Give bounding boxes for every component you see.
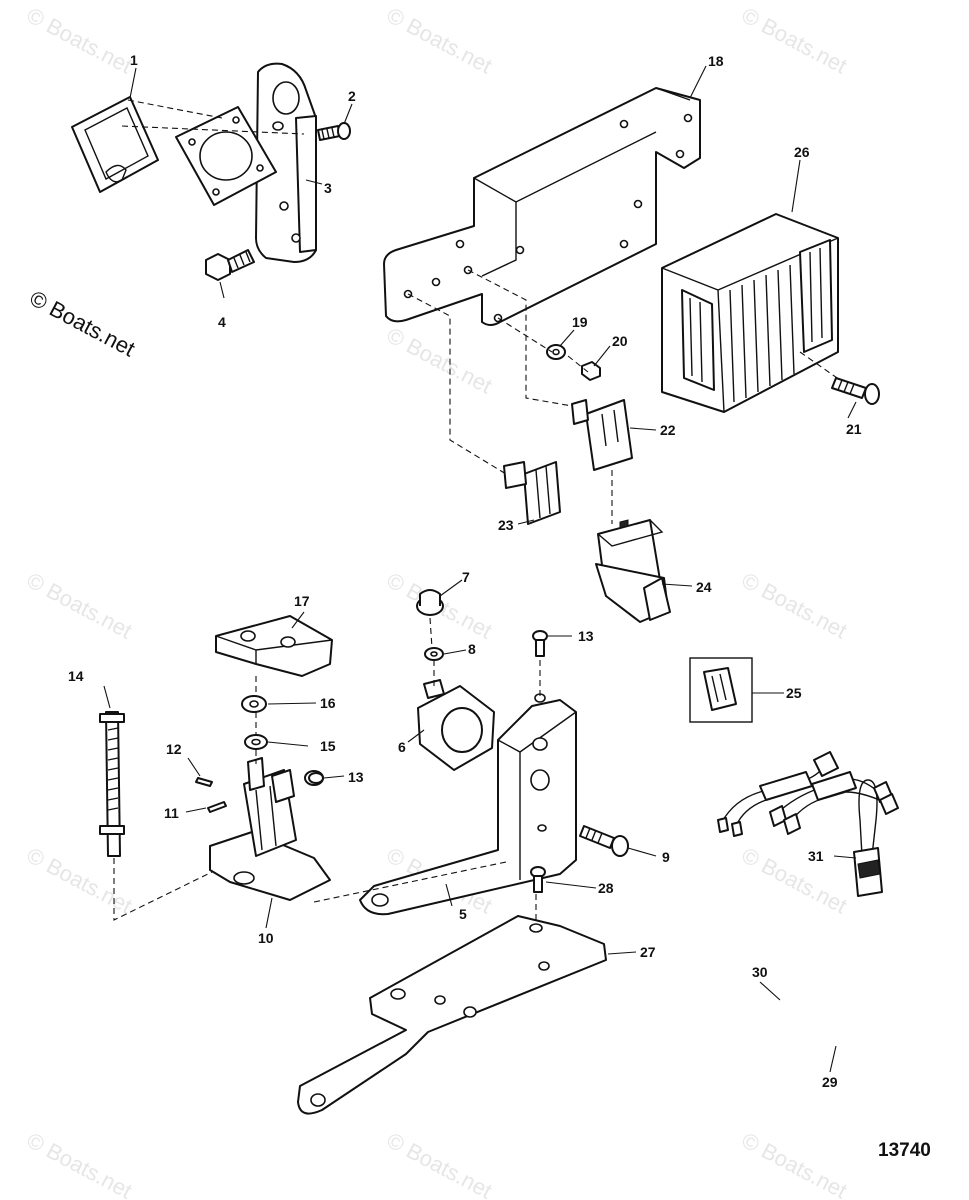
part-16-nut	[241, 695, 267, 713]
callout-2: 2	[348, 88, 356, 104]
part-18-bracket	[383, 87, 701, 326]
assembly-lines	[113, 99, 841, 921]
part-17-terminal-block	[215, 615, 333, 677]
callout-17: 17	[294, 593, 310, 609]
callout-3: 3	[324, 180, 332, 196]
callout-9: 9	[662, 849, 670, 865]
part-30-harness	[717, 751, 839, 837]
part-3-bracket	[175, 62, 317, 263]
figure-number: 13740	[878, 1140, 931, 1161]
part-13-screw	[532, 630, 548, 657]
part-12-pin	[195, 777, 213, 787]
part-7-cap	[416, 589, 444, 616]
watermark: © Boats.net	[738, 842, 852, 918]
watermark: © Boats.net	[738, 2, 852, 78]
watermark-prominent: © Boats.net	[26, 285, 140, 361]
part-28-screw	[530, 866, 546, 893]
callout-15: 15	[320, 738, 336, 754]
part-4-bolt	[205, 249, 255, 281]
part-24-relay	[595, 519, 671, 623]
callout-10: 10	[258, 930, 274, 946]
part-27-plate	[297, 915, 607, 1115]
callout-21: 21	[846, 421, 862, 437]
callout-26: 26	[794, 144, 810, 160]
part-10-solenoid	[209, 757, 331, 901]
part-15-washer	[244, 734, 268, 750]
watermark: © Boats.net	[23, 2, 137, 78]
part-20-nut	[581, 361, 601, 381]
part-13-screw	[308, 772, 324, 784]
callout-6: 6	[398, 739, 406, 755]
callout-12: 12	[166, 741, 182, 757]
callout-24: 24	[696, 579, 712, 595]
part-25-inset	[689, 657, 753, 723]
part-1-gasket	[71, 96, 159, 193]
part-21-screw	[831, 377, 880, 405]
callout-28: 28	[598, 880, 614, 896]
callout-31: 31	[808, 848, 824, 864]
callout-4: 4	[218, 314, 226, 330]
callout-30: 30	[752, 964, 768, 980]
part-6-switch	[417, 679, 495, 771]
callout-13-lower: 13	[348, 769, 364, 785]
callout-13-upper: 13	[578, 628, 594, 644]
watermark: © Boats.net	[738, 567, 852, 643]
watermark: © Boats.net	[738, 1127, 852, 1200]
part-14-stud	[99, 711, 125, 857]
callout-14: 14	[68, 668, 84, 684]
part-2-screw	[317, 122, 351, 141]
callout-5: 5	[459, 906, 467, 922]
part-31-fuse	[853, 779, 883, 897]
callout-7: 7	[462, 569, 470, 585]
watermark: © Boats.net	[23, 1127, 137, 1200]
callout-1: 1	[130, 52, 138, 68]
part-22-connector	[571, 399, 633, 471]
part-8-washer	[424, 647, 444, 661]
callout-23: 23	[498, 517, 514, 533]
part-5-bracket	[359, 693, 577, 916]
part-29-harness	[769, 771, 899, 835]
part-19-washer	[546, 344, 566, 360]
callout-18: 18	[708, 53, 724, 69]
callout-27: 27	[640, 944, 656, 960]
part-11-pin	[207, 801, 227, 813]
watermark: © Boats.net	[23, 567, 137, 643]
callout-19: 19	[572, 314, 588, 330]
leader-lines	[103, 65, 857, 1073]
watermark: © Boats.net	[383, 2, 497, 78]
callout-22: 22	[660, 422, 676, 438]
callout-11: 11	[164, 805, 179, 821]
part-26-module	[661, 213, 839, 413]
callout-20: 20	[612, 333, 628, 349]
watermark: © Boats.net	[383, 322, 497, 398]
watermark: © Boats.net	[383, 1127, 497, 1200]
callout-25: 25	[786, 685, 802, 701]
callout-16: 16	[320, 695, 336, 711]
part-9-screw	[579, 825, 629, 857]
callout-29: 29	[822, 1074, 838, 1090]
callout-8: 8	[468, 641, 476, 657]
callout-labels: 1 2 3 4 5 6 7 8 9 10 11 12 13 13 14 15 1…	[68, 52, 862, 1090]
part-23-connector	[503, 461, 561, 525]
